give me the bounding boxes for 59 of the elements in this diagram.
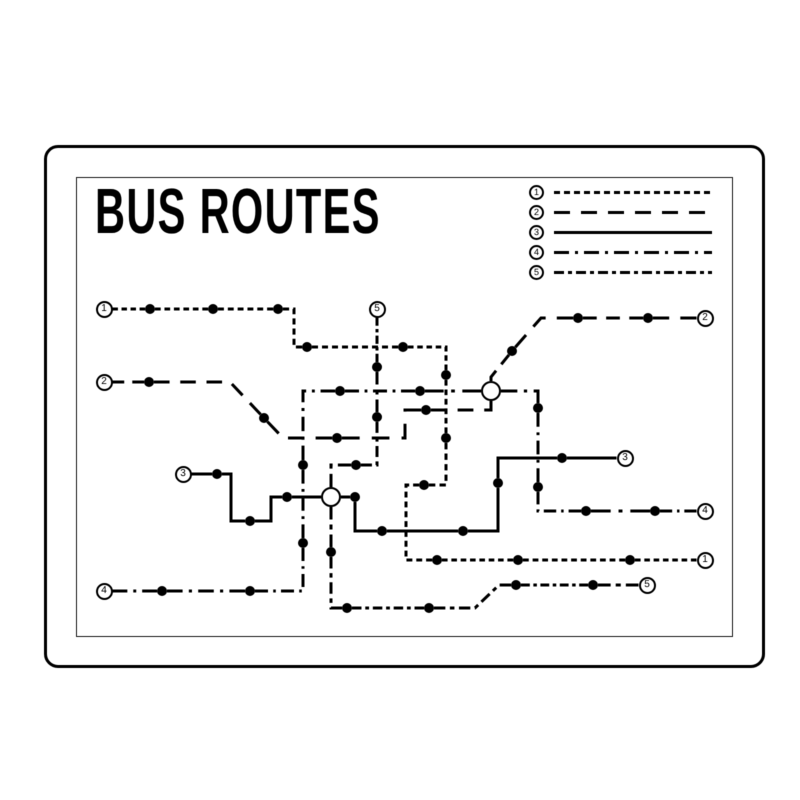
route-line bbox=[330, 557, 342, 610]
route-line bbox=[387, 530, 458, 532]
route-line bbox=[218, 308, 273, 310]
route-line bbox=[302, 390, 335, 460]
route-line bbox=[222, 472, 245, 522]
legend-route-number: 3 bbox=[529, 225, 544, 240]
route-line bbox=[352, 606, 424, 610]
route-line bbox=[302, 470, 304, 538]
route-line bbox=[112, 308, 145, 310]
legend-route-number: 5 bbox=[529, 265, 544, 280]
route-line bbox=[496, 456, 557, 478]
route-line bbox=[112, 380, 144, 384]
route-line bbox=[442, 558, 513, 562]
legend-route-number: 2 bbox=[529, 205, 544, 220]
route-line bbox=[255, 548, 304, 592]
route-line bbox=[501, 390, 540, 403]
route-line bbox=[660, 510, 696, 512]
route-line bbox=[429, 443, 448, 486]
route-line bbox=[167, 590, 245, 592]
route-line bbox=[444, 380, 448, 433]
route-line bbox=[653, 316, 696, 320]
route-line bbox=[266, 420, 332, 440]
route-line bbox=[598, 584, 638, 586]
route-line bbox=[635, 558, 696, 562]
route-line bbox=[425, 390, 481, 392]
route-line bbox=[330, 464, 351, 487]
route-line bbox=[490, 354, 510, 381]
route-line bbox=[330, 507, 332, 547]
route-line bbox=[468, 488, 500, 532]
route-line bbox=[404, 484, 432, 562]
route-line bbox=[567, 456, 616, 460]
route-line bbox=[255, 496, 282, 522]
route-line bbox=[536, 492, 581, 512]
route-line bbox=[521, 584, 588, 586]
route-line bbox=[345, 390, 415, 392]
route-line bbox=[342, 408, 421, 440]
route-line bbox=[591, 510, 650, 512]
route-line bbox=[341, 496, 350, 498]
route-line bbox=[536, 413, 540, 482]
route-line bbox=[583, 316, 643, 320]
route-line bbox=[283, 308, 302, 348]
route-line bbox=[523, 558, 625, 562]
route-line bbox=[292, 496, 321, 498]
route-line bbox=[376, 318, 378, 362]
route-line bbox=[361, 422, 378, 466]
route-line bbox=[312, 346, 398, 348]
legend-route-number: 4 bbox=[529, 245, 544, 260]
route-line bbox=[376, 372, 378, 412]
map-title: BUS ROUTES bbox=[95, 179, 381, 243]
route-line bbox=[514, 316, 573, 348]
route-line bbox=[112, 590, 157, 592]
route-line bbox=[354, 502, 377, 532]
route-line bbox=[431, 401, 492, 412]
route-line bbox=[192, 472, 212, 476]
route-line bbox=[154, 380, 262, 416]
route-line bbox=[408, 346, 448, 370]
route-line bbox=[434, 584, 511, 610]
route-line bbox=[155, 308, 208, 310]
legend-route-number: 1 bbox=[529, 185, 544, 200]
